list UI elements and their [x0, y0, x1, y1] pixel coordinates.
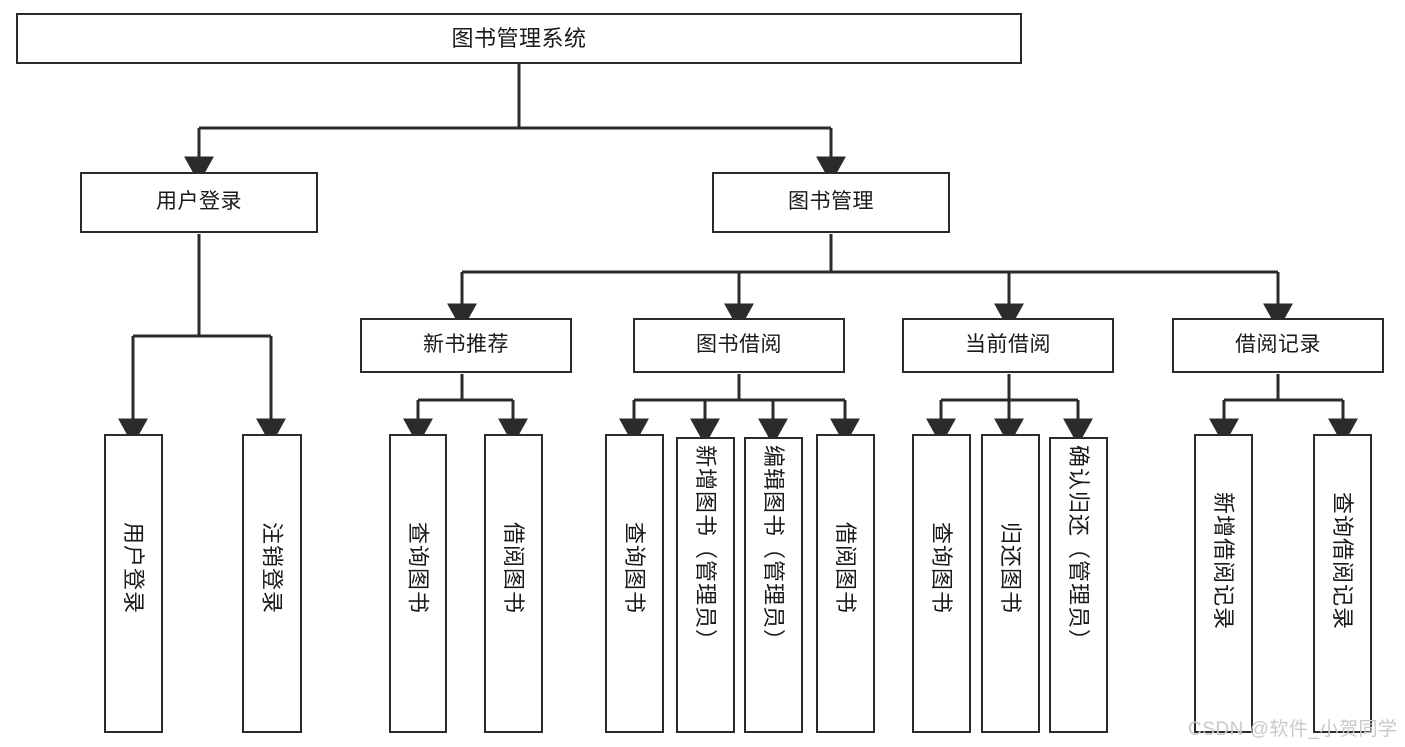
node-leaf-cur-return[interactable]: 归还图书: [981, 434, 1040, 733]
node-leaf-borrow-lend-label: 借阅图书: [833, 522, 859, 615]
node-leaf-cur-query[interactable]: 查询图书: [912, 434, 971, 733]
node-borrow-record[interactable]: 借阅记录: [1172, 318, 1384, 373]
node-leaf-rec-query[interactable]: 查询图书: [389, 434, 447, 733]
node-leaf-borrow-edit-label: 编辑图书（管理员）: [761, 445, 787, 653]
node-leaf-record-add-label: 新增借阅记录: [1211, 492, 1237, 631]
node-leaf-record-query-label: 查询借阅记录: [1330, 492, 1356, 631]
node-leaf-cur-confirm-label: 确认归还（管理员）: [1066, 445, 1092, 653]
node-leaf-cur-query-label: 查询图书: [929, 522, 955, 615]
csdn-watermark: CSDN @软件_小贺同学: [1188, 719, 1398, 740]
node-book-manage[interactable]: 图书管理: [712, 172, 950, 233]
node-user-login[interactable]: 用户登录: [80, 172, 318, 233]
node-leaf-borrow-lend[interactable]: 借阅图书: [816, 434, 875, 733]
node-leaf-borrow-edit[interactable]: 编辑图书（管理员）: [744, 437, 803, 733]
node-leaf-user-login-label: 用户登录: [121, 522, 147, 615]
node-root-label: 图书管理系统: [451, 25, 587, 51]
node-leaf-cur-return-label: 归还图书: [998, 522, 1024, 615]
node-book-borrow-label: 图书借阅: [696, 333, 782, 357]
node-leaf-rec-borrow-label: 借阅图书: [501, 522, 527, 615]
node-root[interactable]: 图书管理系统: [16, 13, 1022, 64]
node-leaf-cur-confirm[interactable]: 确认归还（管理员）: [1049, 437, 1108, 733]
node-leaf-record-add[interactable]: 新增借阅记录: [1194, 434, 1253, 733]
node-user-login-label: 用户登录: [156, 190, 242, 214]
node-borrow-record-label: 借阅记录: [1235, 333, 1321, 357]
node-leaf-borrow-add[interactable]: 新增图书（管理员）: [676, 437, 735, 733]
node-current-borrow-label: 当前借阅: [965, 333, 1051, 357]
node-leaf-user-logout-label: 注销登录: [259, 522, 285, 615]
node-leaf-user-logout[interactable]: 注销登录: [242, 434, 302, 733]
node-leaf-borrow-add-label: 新增图书（管理员）: [693, 445, 719, 653]
node-leaf-user-login[interactable]: 用户登录: [104, 434, 163, 733]
node-new-book-rec-label: 新书推荐: [423, 333, 509, 357]
node-leaf-rec-borrow[interactable]: 借阅图书: [484, 434, 543, 733]
node-leaf-borrow-query[interactable]: 查询图书: [605, 434, 664, 733]
node-current-borrow[interactable]: 当前借阅: [902, 318, 1114, 373]
node-leaf-rec-query-label: 查询图书: [405, 522, 431, 615]
node-book-borrow[interactable]: 图书借阅: [633, 318, 845, 373]
node-leaf-borrow-query-label: 查询图书: [622, 522, 648, 615]
node-new-book-rec[interactable]: 新书推荐: [360, 318, 572, 373]
node-book-manage-label: 图书管理: [788, 190, 874, 214]
node-leaf-record-query[interactable]: 查询借阅记录: [1313, 434, 1372, 733]
